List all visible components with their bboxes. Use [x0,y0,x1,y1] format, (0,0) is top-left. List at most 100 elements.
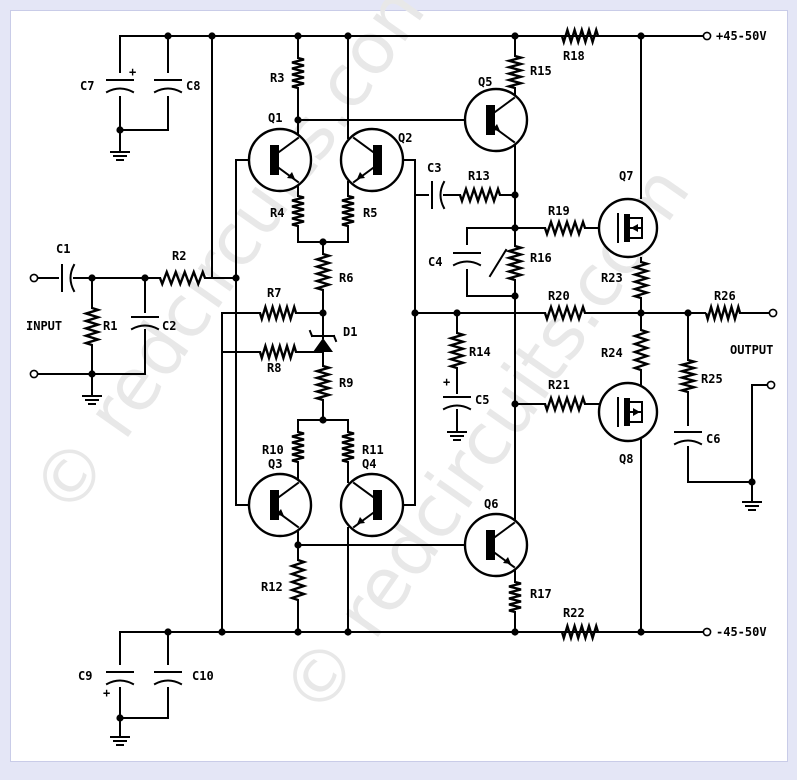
transistor-lead [277,136,300,154]
label-R1: R1 [103,319,117,333]
mosfet-channel [624,398,630,426]
label-C8: C8 [186,79,200,93]
transistor-lead [352,511,375,529]
wire [119,96,169,131]
diode-triangle [313,338,333,352]
transistor-body [463,512,529,578]
junction-dot [637,32,645,40]
capacitor-C6 [673,431,703,446]
junction-dot [511,32,519,40]
label-R4: R4 [270,206,284,220]
diode-bar [308,329,314,338]
label-C4: C4 [428,255,442,269]
junction-dot [232,274,240,282]
terminal [702,31,712,41]
wire [379,159,416,506]
schematic-frame [10,10,788,762]
emitter-arrow [287,172,295,179]
transistor-lead [493,521,516,539]
resistor-R6 [312,252,334,292]
resistor-R10 [291,430,305,464]
junction-dot [511,292,519,300]
junction-dot [116,126,124,134]
resistor-R26 [704,302,742,324]
mosfet-arrow [633,408,640,416]
label-C7: C7 [80,79,94,93]
transistor-base-bar [270,490,279,520]
resistor-R8 [258,341,298,363]
transistor-lead [352,481,375,499]
plus-sign-c9: + [103,686,110,700]
junction-dot [511,191,519,199]
transistor-Q5 [463,87,529,153]
components [29,25,778,746]
junction-dot [748,478,756,486]
resistor-R4 [291,194,305,228]
junction-dot [319,238,327,246]
transistor-lead [352,136,375,154]
resistor-R3 [291,56,305,90]
capacitor-C7 [105,79,135,94]
cap-plate [673,439,703,446]
transistor-base-bar [373,490,382,520]
label-R25: R25 [701,372,723,386]
junction-dot [344,32,352,40]
label-C1: C1 [56,242,70,256]
positive-supply-label: +45-50V [716,29,767,43]
label-Q3: Q3 [268,457,282,471]
transistor-lead [352,166,375,184]
capacitor-C1 [61,263,76,293]
junction-dot [511,224,519,232]
resistor-R18 [560,25,600,47]
cap-plate [442,404,472,411]
label-R26: R26 [714,289,736,303]
resistor-R9 [312,364,334,402]
terminal [768,308,778,318]
transistor-body [339,127,405,193]
transistor-Q4 [339,472,405,538]
transistor-lead [493,96,516,114]
mosfet-Q8 [597,381,659,443]
resistor-R25 [677,358,699,394]
label-R23: R23 [601,271,623,285]
output-label: OUTPUT [730,343,773,357]
label-R15: R15 [530,64,552,78]
junction-dot [511,628,519,636]
label-R5: R5 [363,206,377,220]
label-R3: R3 [270,71,284,85]
label-C3: C3 [427,161,441,175]
resistor-R2 [158,268,207,288]
label-R6: R6 [339,271,353,285]
label-C6: C6 [706,432,720,446]
label-Q8: Q8 [619,452,633,466]
ground-icon [110,141,130,161]
plus-sign-c7: + [129,65,136,79]
label-Q5: Q5 [478,75,492,89]
capacitor-C9 [105,671,135,686]
label-R19: R19 [548,204,570,218]
label-R17: R17 [530,587,552,601]
mosfet-channel [624,214,630,242]
transistor-lead [493,551,516,569]
ground-icon [742,491,762,511]
junction-dot [294,628,302,636]
cap-plate [105,679,135,686]
resistor-R21 [543,394,587,414]
component-labels: C7 C8 R3 Q1 Q2 R4 R5 R6 R7 R8 D1 R9 R10 … [26,29,773,700]
label-R9: R9 [339,376,353,390]
junction-dot [294,116,302,124]
terminal [702,627,712,637]
resistor-R16 [504,244,526,282]
capacitor-C10 [153,671,183,686]
cap-plate [105,87,135,94]
resistor-R17 [508,580,522,614]
emitter-arrow [357,172,365,179]
transistor-Q2 [339,127,405,193]
junction-dot [411,309,419,317]
junction-dot [453,309,461,317]
junction-dot [319,309,327,317]
terminal [766,380,776,390]
transistor-body [339,472,405,538]
label-R14: R14 [469,345,491,359]
